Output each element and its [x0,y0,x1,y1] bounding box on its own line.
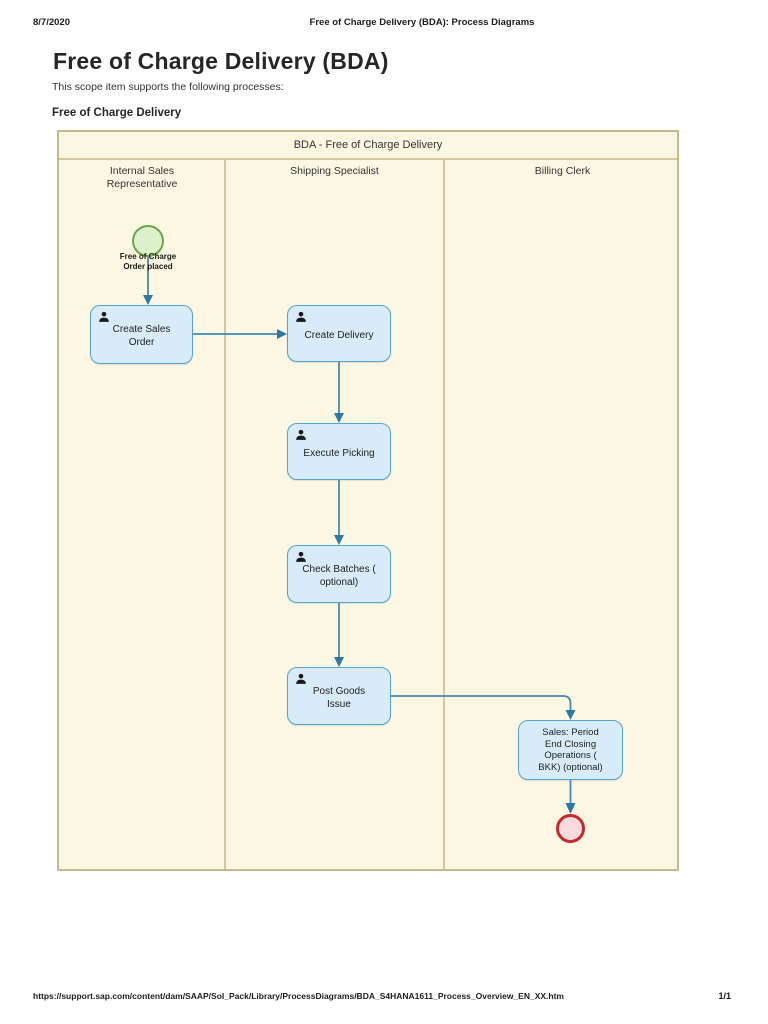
lane-divider [224,160,226,869]
lane-header-shipping-specialist: Shipping Specialist [290,165,379,177]
lane-header-internal-sales-representative: Internal Sales Representative [106,165,178,190]
diagram-title: BDA - Free of Charge Delivery [59,132,677,160]
task-label: Create Sales Order [112,324,171,348]
task-create-delivery: Create Delivery [287,305,391,362]
task-label: Check Batches ( optional) [302,563,376,588]
task-execute-picking: Execute Picking [287,423,391,480]
task-label: Post Goods Issue [312,685,366,710]
person-icon [296,673,306,684]
header-title: Free of Charge Delivery (BDA): Process D… [309,17,535,28]
footer-url: https://support.sap.com/content/dam/SAAP… [33,991,564,1001]
person-icon [99,311,109,322]
process-diagram: BDA - Free of Charge Delivery Internal S… [57,130,679,871]
person-icon [296,311,306,322]
page-number: 1/1 [718,991,731,1001]
lane-divider [443,160,445,869]
lane-header-billing-clerk: Billing Clerk [534,165,591,177]
task-label: Execute Picking [303,447,375,459]
header-date: 8/7/2020 [33,17,70,28]
section-title: Free of Charge Delivery [52,107,182,119]
task-label: Create Delivery [304,329,374,341]
person-icon [296,551,306,562]
start-event [132,225,164,257]
end-event [556,814,585,843]
task-post-goods-issue: Post Goods Issue [287,667,391,725]
task-label: Sales: Period End Closing Operations ( B… [538,727,603,773]
intro-text: This scope item supports the following p… [52,81,284,93]
person-icon [296,429,306,440]
task-sales-period-end-closing: Sales: Period End Closing Operations ( B… [518,720,623,780]
task-create-sales-order: Create Sales Order [90,305,193,364]
start-event-label: Free of Charge Order placed [119,252,177,271]
document-title: Free of Charge Delivery (BDA) [53,48,389,74]
task-check-batches: Check Batches ( optional) [287,545,391,603]
